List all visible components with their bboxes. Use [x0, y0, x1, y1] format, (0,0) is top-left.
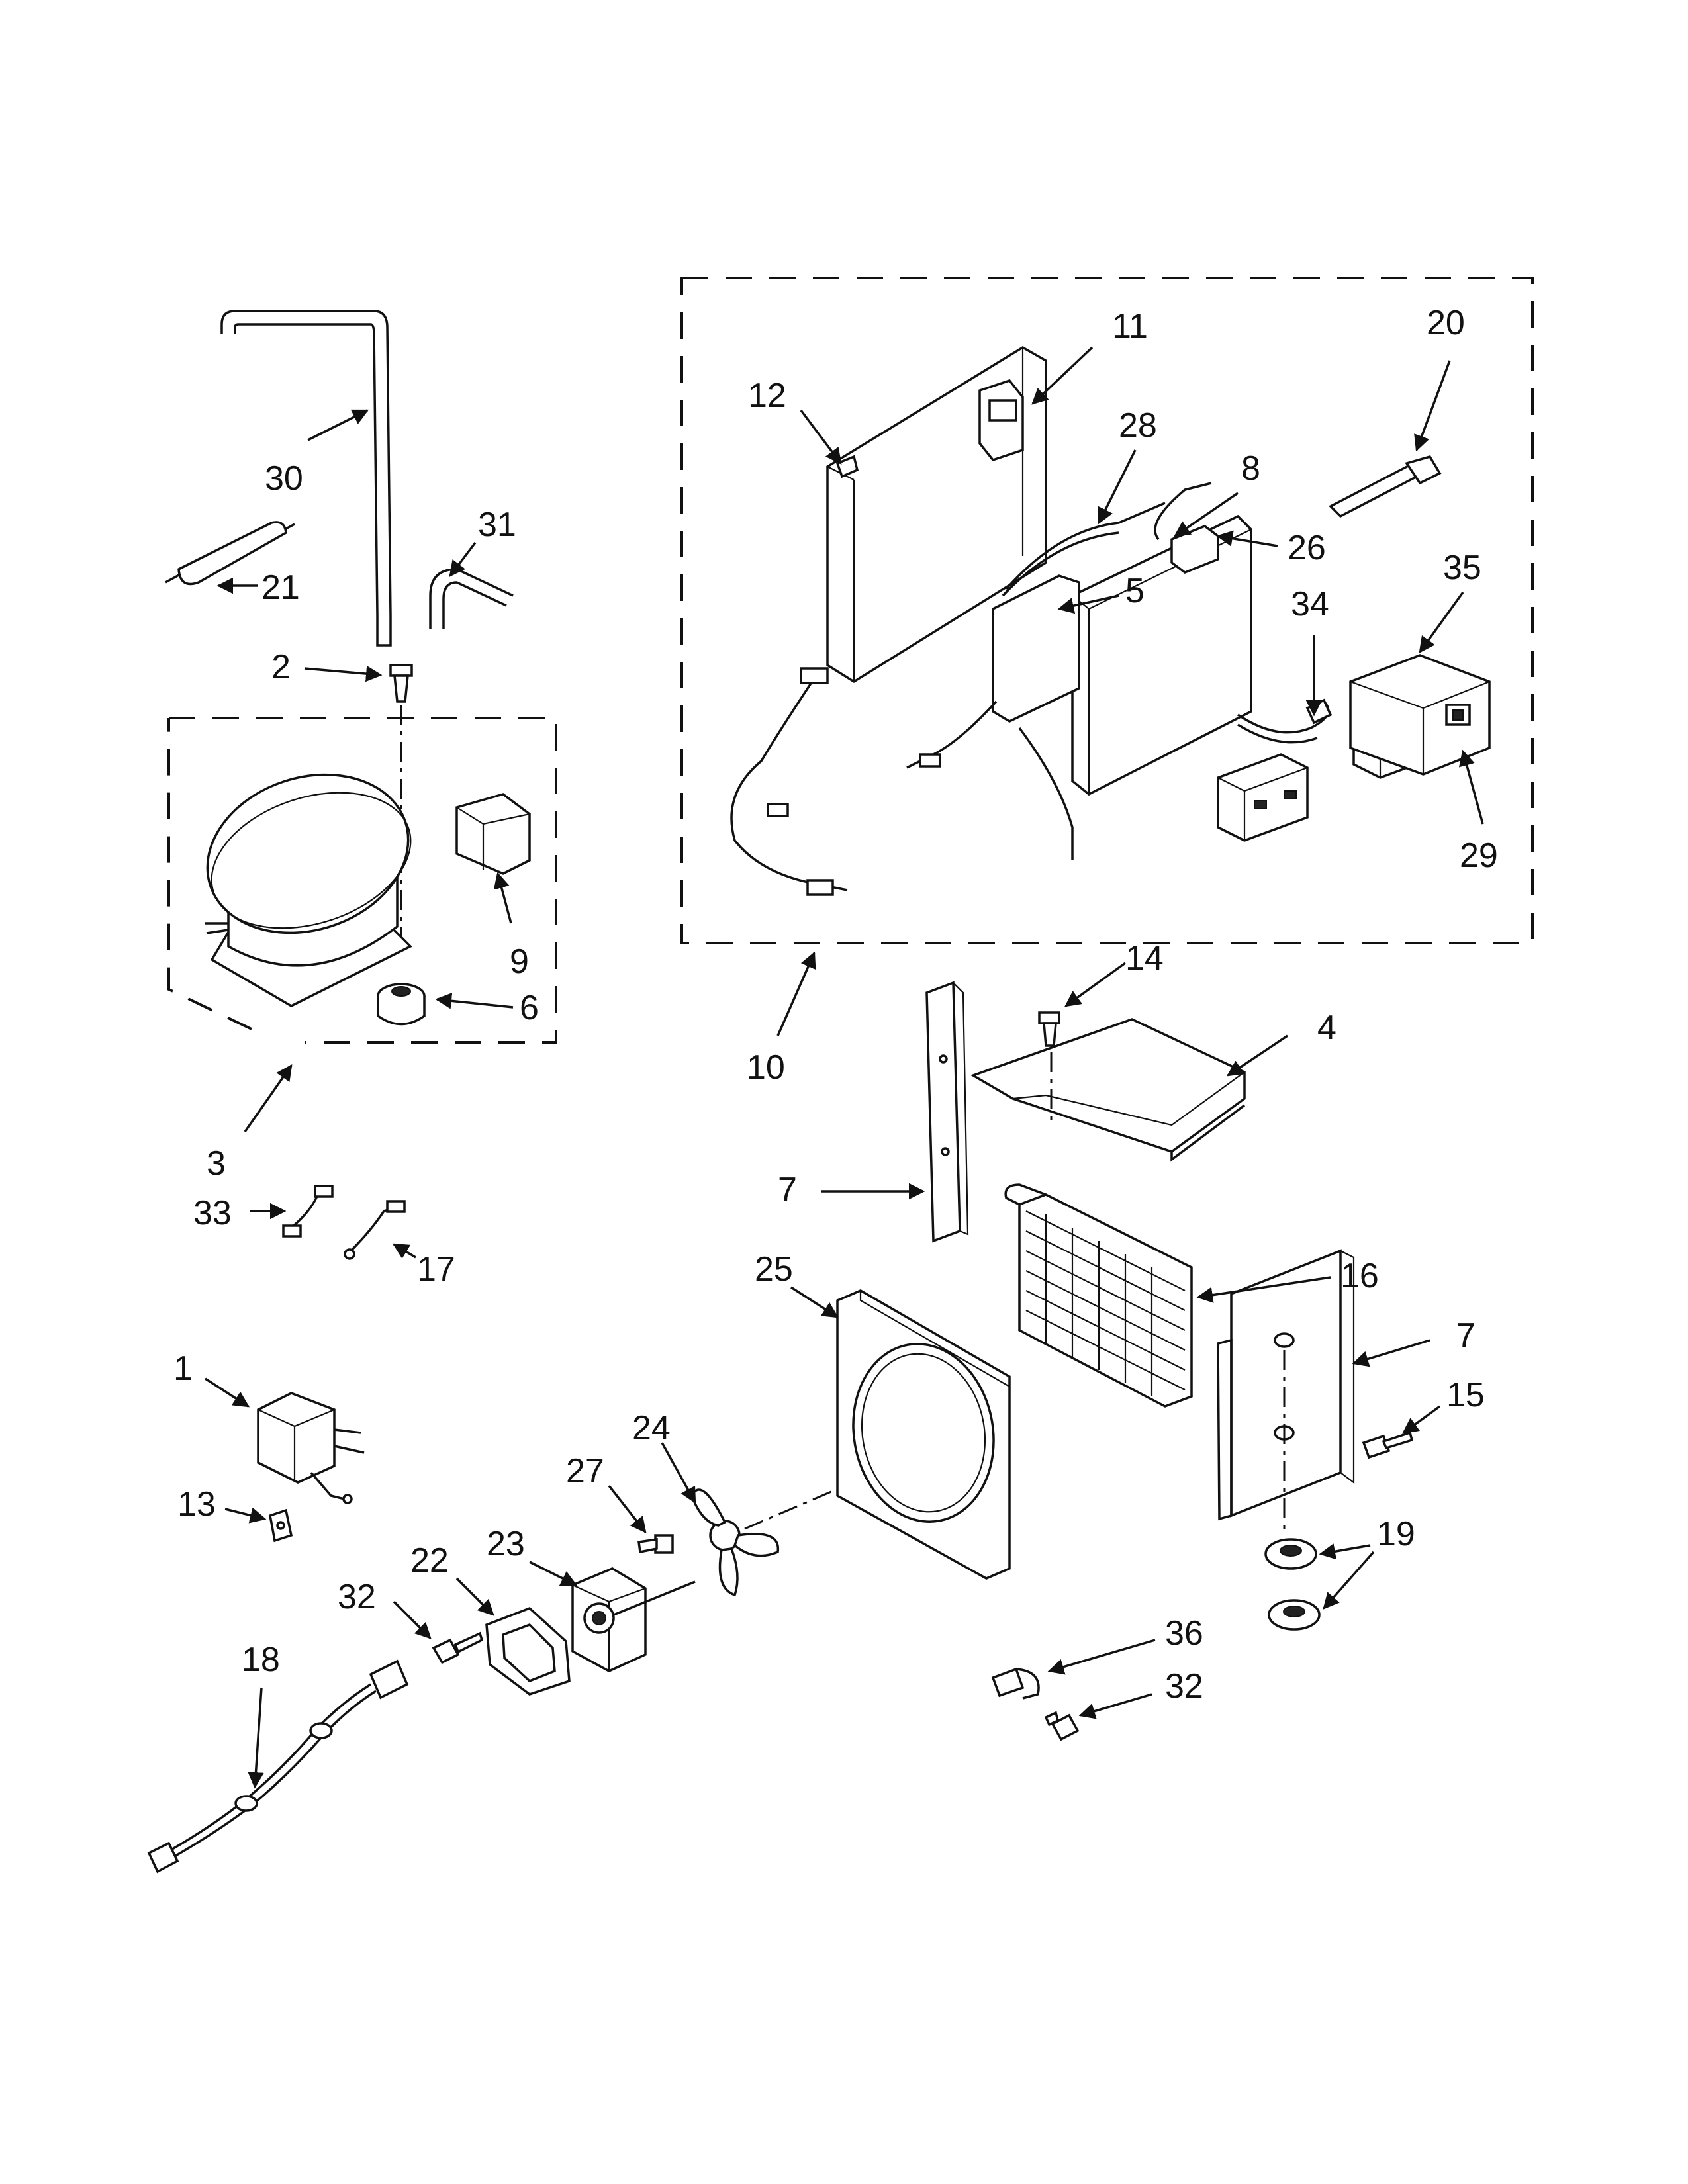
callout-1: 1 [173, 1349, 193, 1388]
callout-15: 15 [1446, 1376, 1485, 1414]
callout-23: 23 [487, 1525, 525, 1563]
screw-part-14 [1038, 1011, 1060, 1047]
wire-part-17 [344, 1200, 406, 1260]
callout-5: 5 [1125, 572, 1145, 610]
fan-motor-part-23 [571, 1567, 696, 1672]
callout-11: 11 [1112, 307, 1148, 345]
fan-blade-part-24 [690, 1488, 780, 1597]
condenser-part-16 [1004, 1183, 1193, 1408]
connector-part-26 [1154, 482, 1219, 574]
harness-part-18 [147, 1659, 409, 1874]
screw-part-32-right [1044, 1711, 1080, 1741]
callout-7-right: 7 [1456, 1316, 1476, 1355]
control-box-group-box [680, 277, 1534, 944]
grommet-part-6 [377, 983, 426, 1026]
relay-part-9 [455, 793, 531, 875]
callout-20: 20 [1427, 304, 1465, 342]
callout-9: 9 [510, 942, 529, 981]
callout-32-right: 32 [1165, 1667, 1203, 1706]
tab-part-12 [835, 455, 859, 478]
callout-19: 19 [1377, 1515, 1415, 1553]
fan-axis [744, 1488, 838, 1530]
callout-35: 35 [1443, 549, 1481, 587]
fan-shroud-part-25 [836, 1289, 1011, 1580]
tube-part-30 [220, 310, 392, 647]
switch-part-11 [988, 399, 1017, 422]
callout-16: 16 [1340, 1257, 1379, 1295]
callout-33: 33 [193, 1194, 232, 1232]
callout-18: 18 [242, 1641, 280, 1679]
callout-3: 3 [207, 1144, 226, 1183]
callout-25: 25 [755, 1250, 793, 1289]
screw-part-15 [1362, 1431, 1414, 1459]
screw-part-32-left [432, 1631, 484, 1664]
callout-6: 6 [520, 989, 539, 1027]
screw-part-27 [637, 1534, 674, 1554]
callout-30: 30 [265, 459, 303, 498]
callout-17: 17 [417, 1250, 455, 1289]
compressor [205, 773, 412, 1007]
clamp-part-36 [991, 1667, 1040, 1700]
callout-27: 27 [566, 1452, 604, 1490]
tube-part-31 [429, 568, 514, 629]
callout-labels: 30 31 21 2 9 6 3 33 17 1 13 18 32 22 23 … [173, 304, 1498, 1706]
compressor-group-box [167, 717, 557, 1044]
grommet-part-19-upper [1264, 1538, 1317, 1570]
transformer-part-1 [257, 1392, 365, 1504]
callout-2: 2 [271, 648, 291, 686]
wire-part-33 [282, 1185, 334, 1238]
callout-26: 26 [1288, 529, 1326, 567]
leader-lines [205, 346, 1484, 1789]
bracket-part-7-left [925, 981, 969, 1243]
callout-21: 21 [261, 569, 300, 607]
callout-8: 8 [1241, 449, 1260, 488]
callout-24: 24 [632, 1409, 671, 1447]
callout-4: 4 [1317, 1009, 1336, 1047]
box-part-35 [1349, 654, 1491, 776]
callout-29: 29 [1460, 837, 1498, 875]
callout-36: 36 [1165, 1614, 1203, 1653]
control-panel-assembly [730, 345, 1252, 896]
bracket-part-22 [485, 1606, 571, 1696]
drain-pan-part-4 [970, 1018, 1246, 1162]
callout-34: 34 [1291, 585, 1329, 623]
grommet-part-19-lower [1268, 1599, 1321, 1631]
screw-part-2 [389, 664, 413, 703]
callout-7-left: 7 [778, 1171, 797, 1209]
callout-10: 10 [747, 1048, 785, 1087]
callout-13: 13 [177, 1485, 216, 1524]
callout-14: 14 [1125, 939, 1164, 978]
cable-tie-part-20 [1329, 455, 1442, 518]
callout-22: 22 [410, 1541, 449, 1580]
callout-31: 31 [478, 506, 516, 544]
callout-32-left: 32 [338, 1578, 376, 1616]
clip-part-13 [269, 1508, 293, 1543]
drier-part-21 [165, 521, 295, 586]
callout-12: 12 [748, 377, 786, 415]
callout-28: 28 [1119, 406, 1157, 445]
